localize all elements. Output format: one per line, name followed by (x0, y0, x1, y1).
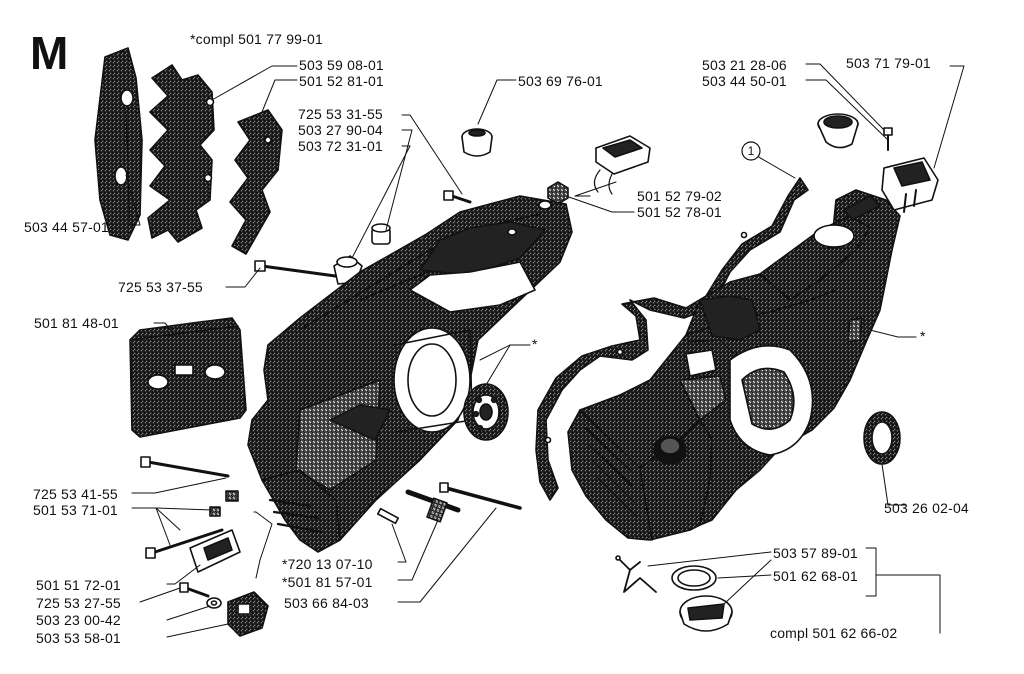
label-501-53-71-01: 501 53 71-01 (33, 502, 118, 518)
grommet-503697601 (461, 128, 493, 157)
long-screw-725533755 (254, 260, 352, 280)
spring-clip-503578901 (615, 555, 657, 593)
label-503-44-50-01: 503 44 50-01 (702, 73, 787, 89)
screw-lower-long (145, 528, 224, 559)
callout-circle (741, 141, 761, 161)
label-compl-seal-set: compl 501 62 66-02 (770, 625, 898, 641)
guard-plate-toothed (147, 64, 215, 243)
label-725-53-31-55: 725 53 31-55 (298, 106, 383, 122)
star-mark-left: * (532, 336, 538, 352)
label-725-53-27-55: 725 53 27-55 (36, 595, 121, 611)
seal-cup (679, 595, 733, 632)
leader-lines (125, 63, 965, 638)
label-503-71-79-01: 503 71 79-01 (846, 55, 931, 71)
label-503-66-84-03: 503 66 84-03 (284, 595, 369, 611)
bearing-left (463, 383, 509, 441)
label-501-51-72-01: 501 51 72-01 (36, 577, 121, 593)
pin-720130710 (376, 507, 400, 525)
bracket-503535801 (227, 591, 269, 637)
star-mark-right: * (920, 328, 926, 344)
label-501-52-78-01: 501 52 78-01 (637, 204, 722, 220)
label-725-53-37-55: 725 53 37-55 (118, 279, 203, 295)
switch-501527902 (593, 135, 651, 195)
label-725-53-41-55: 725 53 41-55 (33, 486, 118, 502)
crankcase-left-half (247, 195, 573, 553)
shaft-seal-503260204 (863, 411, 901, 465)
label-501-52-79-02: 501 52 79-02 (637, 188, 722, 204)
long-pin-503668403 (439, 482, 522, 510)
screw-503445001 (883, 127, 893, 151)
label-503-23-00-42: 503 23 00-42 (36, 612, 121, 628)
label-501-81-48-01: 501 81 48-01 (34, 315, 119, 331)
label-compl-guard-set: *compl 501 77 99-01 (190, 31, 323, 47)
label-503-27-90-04: 503 27 90-04 (298, 122, 383, 138)
label-501-81-57-01: *501 81 57-01 (282, 574, 373, 590)
screw-725532755 (179, 582, 210, 598)
label-501-62-68-01: 501 62 68-01 (773, 568, 858, 584)
label-503-59-08-01: 503 59 08-01 (299, 57, 384, 73)
label-503-44-57-01: 503 44 57-01 (24, 219, 109, 235)
bar-plate (129, 317, 247, 438)
label-503-69-76-01: 503 69 76-01 (518, 73, 603, 89)
label-501-52-81-01: 501 52 81-01 (299, 73, 384, 89)
chain-tensioner-501815701 (405, 489, 461, 523)
label-503-72-31-01: 503 72 31-01 (298, 138, 383, 154)
guard-plate-outer (94, 47, 143, 241)
seal-ring-501626801 (671, 565, 717, 591)
boot-503212806 (817, 113, 859, 149)
crankcase-right-half (567, 189, 901, 541)
shift-unit-503717901 (881, 157, 939, 213)
nut-501527801 (547, 181, 569, 205)
label-503-53-58-01: 503 53 58-01 (36, 630, 121, 646)
washer-503230042 (206, 597, 222, 609)
screw-725533155 (443, 190, 472, 204)
screw-725534155 (140, 456, 230, 478)
guard-plate-inner (229, 109, 283, 255)
section-letter: M (30, 27, 69, 79)
chain-catcher-501517201 (189, 529, 241, 573)
label-503-21-28-06: 503 21 28-06 (702, 57, 787, 73)
callout-number: 1 (747, 144, 755, 158)
label-503-57-89-01: 503 57 89-01 (773, 545, 858, 561)
nut-501537101 (209, 490, 239, 517)
label-720-13-07-10: *720 13 07-10 (282, 556, 373, 572)
label-503-26-02-04: 503 26 02-04 (884, 500, 969, 516)
bushing-503279004 (371, 223, 391, 245)
